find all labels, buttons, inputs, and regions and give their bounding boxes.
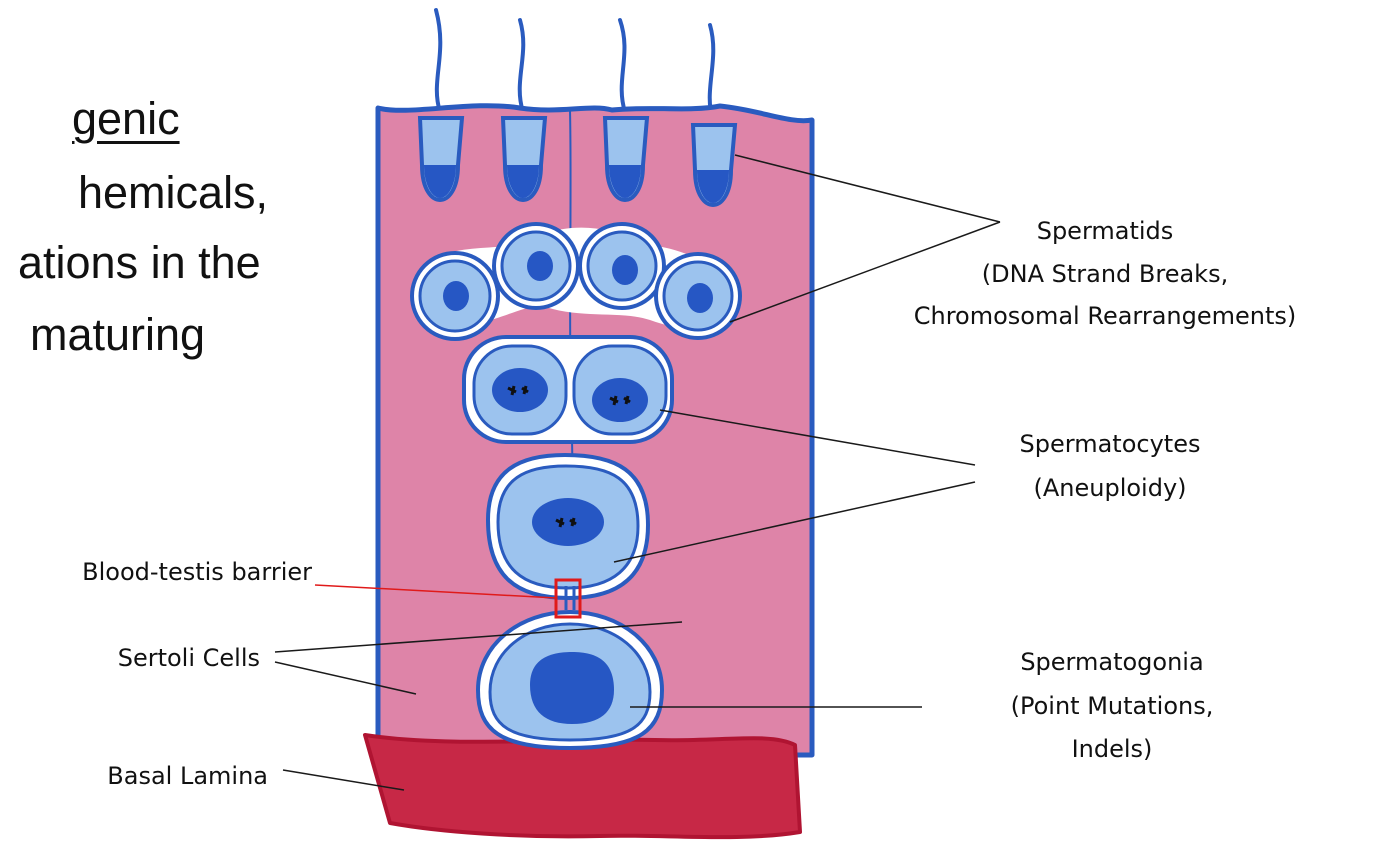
spermatid-head [605,118,647,200]
spermatid-head [420,118,462,200]
label-blood-testis-barrier: Blood-testis barrier [82,558,312,586]
label-spermatids-detail-2: Chromosomal Rearrangements) [914,302,1297,330]
large-spermatocyte [488,455,648,598]
basal-lamina [365,735,800,837]
spermatocyte-pair [464,337,672,442]
label-sertoli-cells: Sertoli Cells [118,644,260,672]
spermatocyte [474,346,566,434]
round-spermatid [412,253,498,339]
sperm-tail [520,20,524,112]
label-spermatids-title: Spermatids [1037,217,1174,245]
label-spermatocytes-detail: (Aneuploidy) [1033,474,1186,502]
label-spermatogonia-detail-1: (Point Mutations, [1011,692,1214,720]
label-spermatogonia-title: Spermatogonia [1020,648,1203,676]
label-spermatocytes-title: Spermatocytes [1020,430,1201,458]
spermatid-head [503,118,545,200]
label-spermatids-detail-1: (DNA Strand Breaks, [982,260,1228,288]
label-spermatogonia-detail-2: Indels) [1072,735,1153,763]
label-basal-lamina: Basal Lamina [107,762,268,790]
label-spermatids: Spermatids (DNA Strand Breaks, Chromosom… [914,217,1297,330]
spermatogonium [478,612,662,748]
spermatocyte [574,346,666,434]
round-spermatid [656,254,740,338]
sperm-tail [436,10,440,112]
label-spermatogonia: Spermatogonia (Point Mutations, Indels) [1011,648,1214,763]
label-spermatocytes: Spermatocytes (Aneuploidy) [1020,430,1201,502]
round-spermatid [580,224,664,308]
sperm-tail [620,20,625,112]
round-spermatid [494,224,578,308]
spermatid-head [693,125,735,205]
